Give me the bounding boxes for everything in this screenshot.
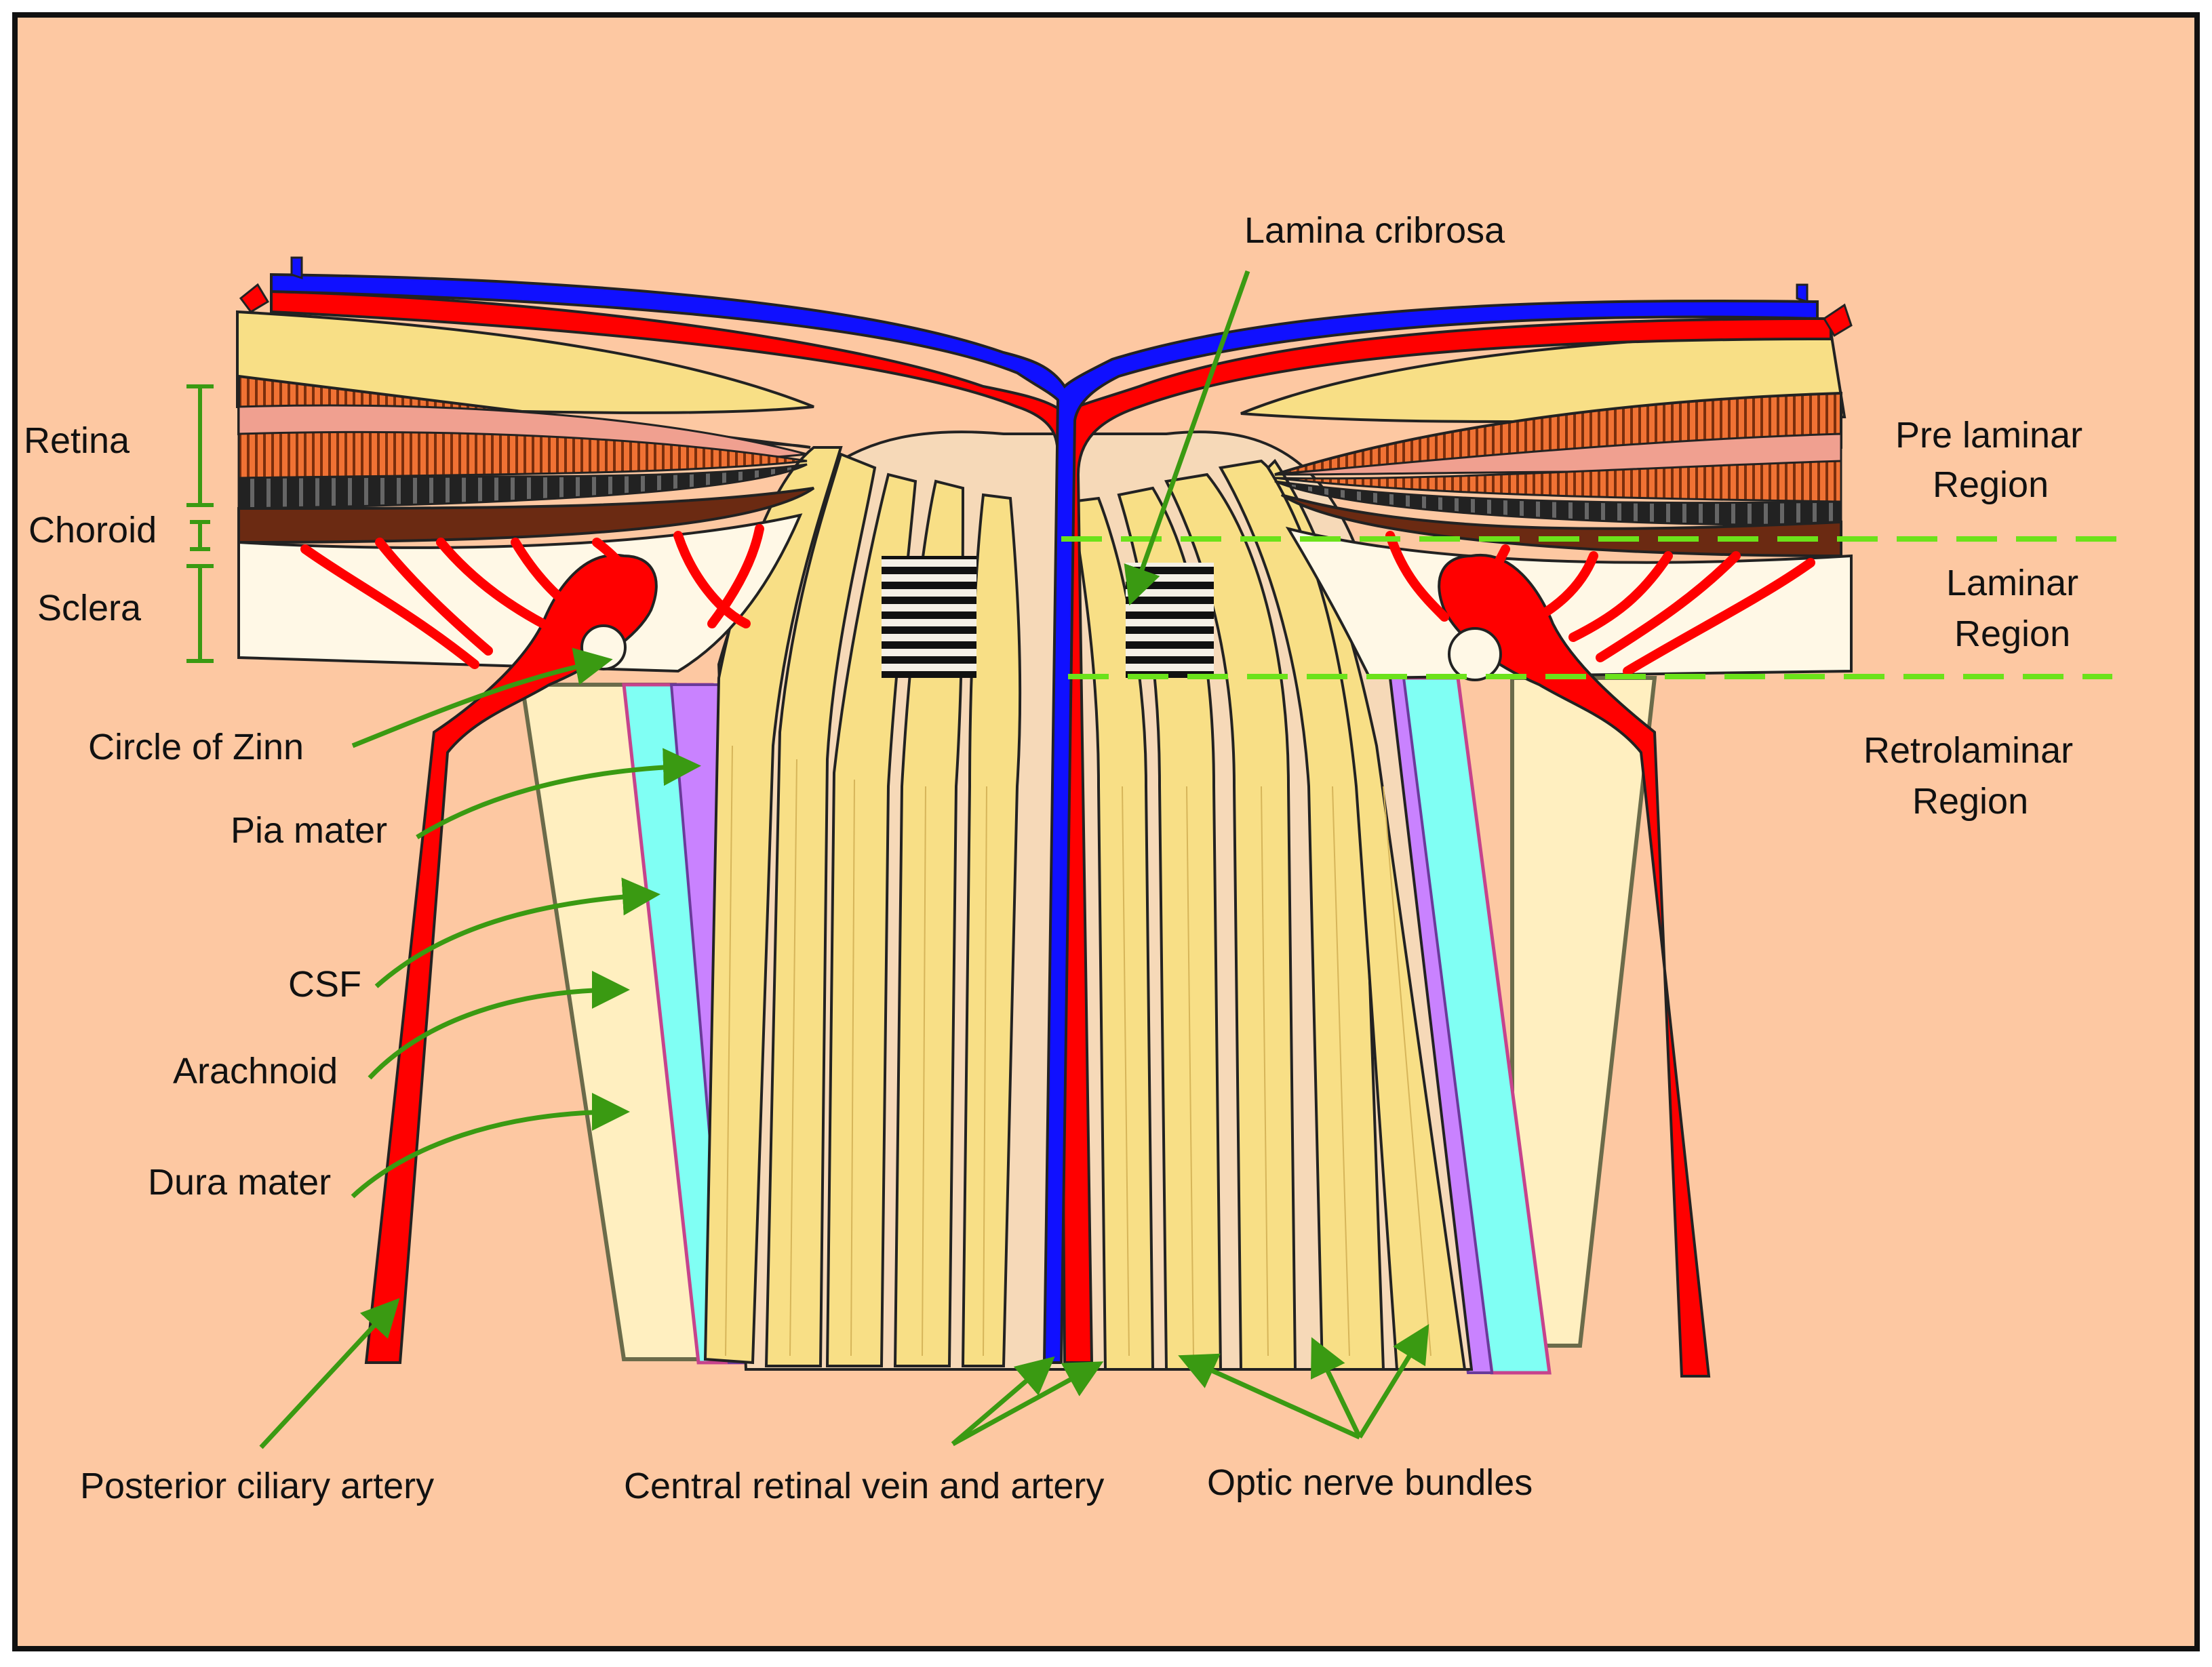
arrow-central-artery [951,1361,1104,1447]
label-retina: Retina [24,420,130,461]
arrow-lamina-cribrosa [1124,270,1250,606]
retinal-layers-right [1240,330,1853,680]
arrow-central-vein [951,1356,1055,1446]
ciliary-arteries [364,553,1711,1378]
label-pre-laminar-1: Pre laminar [1895,415,2082,456]
label-retrolaminar-2: Region [1912,781,2028,822]
label-optic-nerve-bundles: Optic nerve bundles [1207,1462,1533,1503]
label-pia-mater: Pia mater [231,810,387,851]
label-dura-mater: Dura mater [148,1162,331,1203]
region-boundaries [1061,536,2122,679]
arrow-bundle-2 [1310,1337,1362,1439]
optic-nerve-bundles-left [703,446,1022,1367]
label-retrolaminar-1: Retrolaminar [1863,730,2073,771]
label-laminar-1: Laminar [1946,563,2078,603]
label-posterior-ciliary-artery: Posterior ciliary artery [80,1466,434,1506]
label-choroid: Choroid [28,510,157,550]
arrow-csf [374,877,660,988]
arrow-bundle-3 [1358,1324,1429,1439]
arrow-circle-of-zinn [351,647,613,748]
label-laminar-2: Region [1954,614,2070,654]
label-lamina-cribrosa: Lamina cribrosa [1244,210,1505,251]
choroidal-branches [300,524,1815,676]
layer-brackets [186,384,214,663]
arrow-pia-mater [416,748,701,839]
nerve-fiber-texture [725,745,1431,1357]
arrow-bundle-1 [1178,1353,1361,1440]
pointer-arrows [259,270,1429,1449]
retinal-layers-left [236,310,815,673]
arrow-arachnoid [368,971,630,1080]
arrow-dura-mater [351,1093,630,1199]
label-pre-laminar-2: Region [1933,464,2049,505]
label-csf: CSF [288,964,361,1005]
central-retinal-vessels [239,256,1853,1364]
arrow-posterior-ciliary [259,1298,400,1449]
label-circle-of-zinn: Circle of Zinn [88,727,304,767]
label-central-retinal-vein-artery: Central retinal vein and artery [624,1466,1104,1506]
labels: Lamina cribrosa Retina Choroid Sclera Ci… [24,210,2082,1506]
label-sclera: Sclera [37,588,142,628]
label-arachnoid: Arachnoid [173,1051,338,1091]
